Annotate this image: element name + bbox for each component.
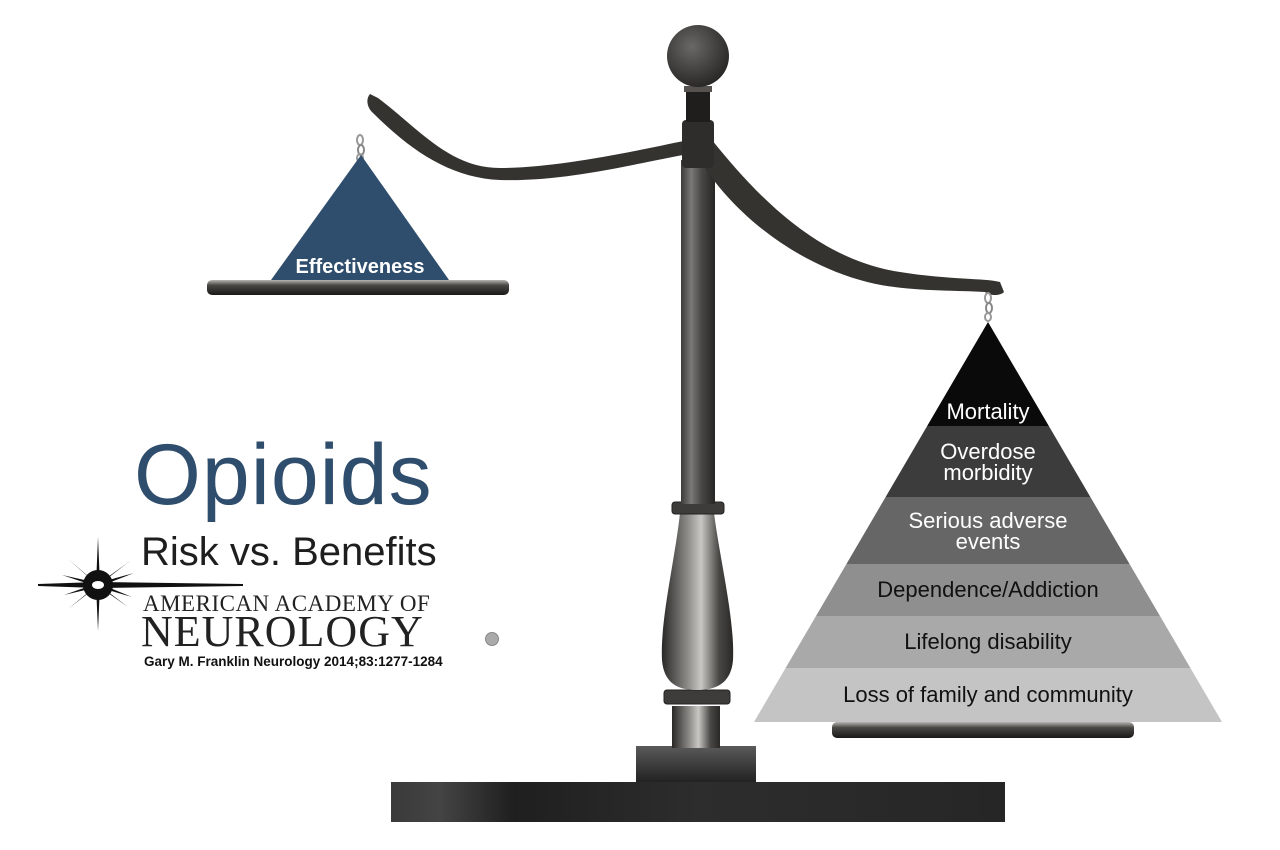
risk-layer-label-line: morbidity: [943, 459, 1033, 485]
right-pan: [832, 722, 1134, 738]
left-pan: [207, 280, 509, 295]
risk-layer-label: Mortality: [788, 401, 1188, 423]
neuron-star-icon: [38, 537, 243, 631]
risk-layer-label-line: Mortality: [946, 399, 1030, 424]
risk-pyramid: [754, 322, 1222, 722]
right-chain: [984, 292, 993, 322]
risk-layer: [927, 322, 1049, 426]
risk-layer: [785, 616, 1191, 668]
risk-layer-label-line: Serious adverse: [908, 507, 1068, 533]
post-lower-cylinder: [672, 706, 720, 748]
scale-post: [681, 160, 715, 504]
scale-beam-left: [367, 94, 700, 181]
post-collar: [684, 86, 712, 92]
risk-layer-label: Loss of family and community: [788, 684, 1188, 706]
risk-layer: [885, 426, 1091, 497]
post-neck: [686, 88, 710, 122]
risk-layer-label-line: Overdose: [940, 438, 1036, 464]
risk-layer: [754, 668, 1222, 722]
effectiveness-pyramid: [271, 155, 449, 280]
page-title: Opioids: [134, 427, 433, 523]
aan-logo-line1: AMERICAN ACADEMY OF: [143, 591, 431, 616]
page-subtitle: Risk vs. Benefits: [141, 530, 437, 574]
risk-layer: [846, 497, 1130, 564]
finial-ball: [667, 25, 729, 87]
scale-plinth: [636, 746, 756, 782]
registered-mark-icon: [485, 632, 499, 646]
aan-logo-line2: NEUROLOGY: [141, 607, 424, 656]
scale-beam-right: [698, 138, 1004, 295]
risk-layer-label-line: events: [955, 528, 1021, 554]
effectiveness-label: Effectiveness: [295, 256, 425, 278]
citation: Gary M. Franklin Neurology 2014;83:1277-…: [144, 654, 443, 669]
post-baluster: [661, 513, 734, 690]
risk-layer-label-line: Dependence/Addiction: [877, 577, 1099, 602]
risk-layer-label: Lifelong disability: [788, 631, 1188, 653]
beam-hub: [682, 120, 714, 168]
risk-layer-label-line: Loss of family and community: [843, 682, 1133, 707]
risk-layer: [816, 564, 1160, 616]
scale-base: [391, 782, 1005, 822]
risk-layer-label-line: Lifelong disability: [904, 629, 1072, 654]
risk-layer-label: Dependence/Addiction: [788, 579, 1188, 601]
post-lower-ring: [663, 689, 731, 705]
